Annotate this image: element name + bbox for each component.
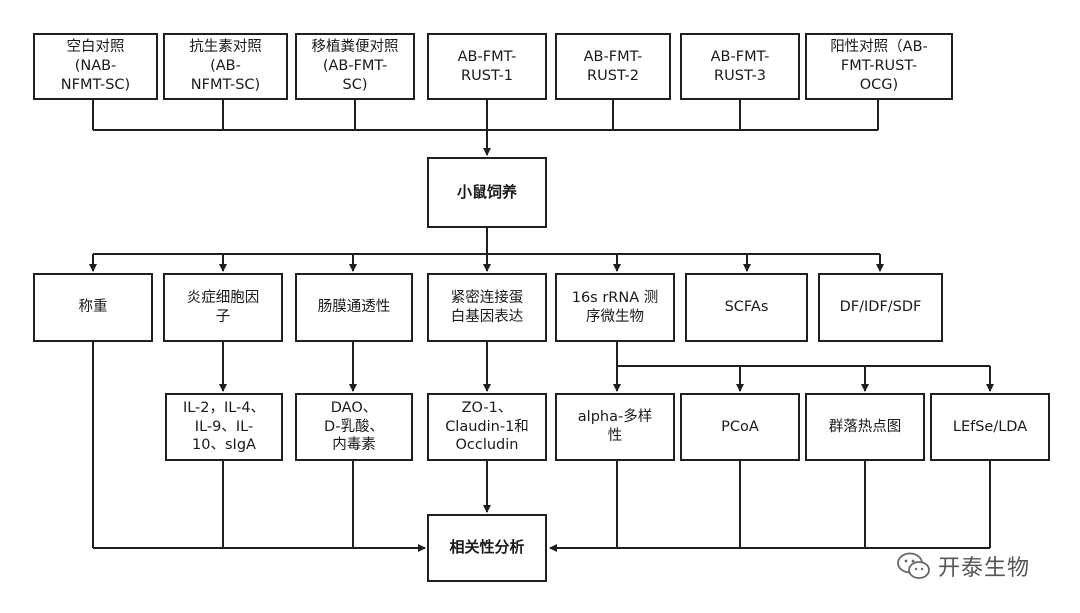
group-box-fmt-control: 移植粪便对照 (AB-FMT- SC) — [295, 33, 415, 100]
watermark: 开泰生物 — [896, 550, 1030, 582]
detail-box-heatmap: 群落热点图 — [805, 393, 925, 461]
detail-box-dao: DAO、 D-乳酸、 内毒素 — [295, 393, 413, 461]
measure-box-tight-junction: 紧密连接蛋 白基因表达 — [427, 273, 547, 342]
sink-box-correlation: 相关性分析 — [427, 514, 547, 582]
detail-box-lefse-lda: LEfSe/LDA — [930, 393, 1050, 461]
hub-box-mouse-feeding: 小鼠饲养 — [427, 157, 547, 228]
group-box-rust-3: AB-FMT- RUST-3 — [680, 33, 800, 100]
measure-box-permeability: 肠膜通透性 — [295, 273, 413, 342]
measure-box-cytokines: 炎症细胞因 子 — [163, 273, 283, 342]
group-box-antibiotic-control: 抗生素对照 (AB- NFMT-SC) — [163, 33, 288, 100]
detail-box-pcoa: PCoA — [680, 393, 800, 461]
measure-box-scfas: SCFAs — [685, 273, 808, 342]
wechat-icon — [897, 552, 930, 579]
detail-box-alpha-diversity: alpha-多样 性 — [555, 393, 675, 461]
measure-box-df-idf-sdf: DF/IDF/SDF — [818, 273, 943, 342]
detail-box-zo1-claudin: ZO-1、 Claudin-1和 Occludin — [427, 393, 547, 461]
measure-box-16s-rrna: 16s rRNA 测 序微生物 — [555, 273, 675, 342]
group-box-blank-control: 空白对照 (NAB- NFMT-SC) — [33, 33, 158, 100]
group-box-positive-control: 阳性对照（AB- FMT-RUST- OCG) — [805, 33, 953, 100]
group-box-rust-1: AB-FMT- RUST-1 — [427, 33, 547, 100]
group-box-rust-2: AB-FMT- RUST-2 — [555, 33, 671, 100]
watermark-text: 开泰生物 — [938, 556, 1031, 581]
detail-box-interleukins: IL-2，IL-4、 IL-9、IL- 10、sIgA — [165, 393, 283, 461]
measure-box-weight: 称重 — [33, 273, 153, 342]
